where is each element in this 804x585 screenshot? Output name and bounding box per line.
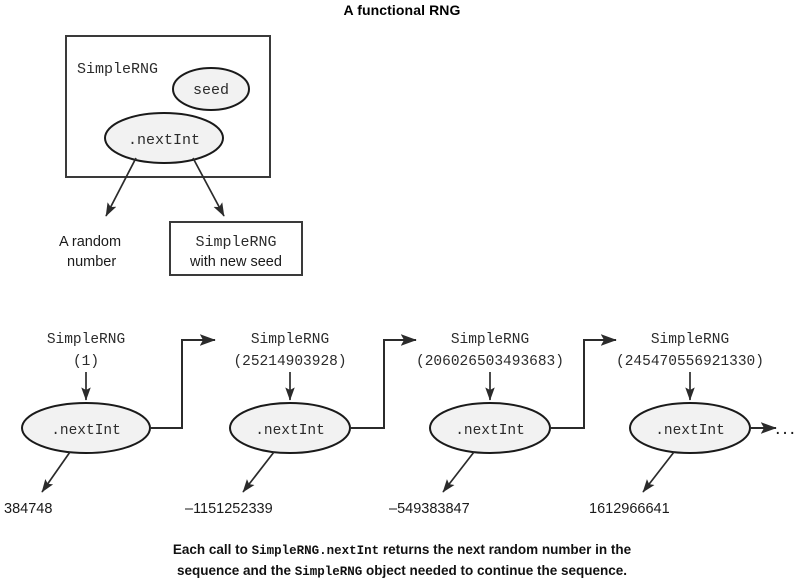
random-number-label-line1: A random [59, 234, 121, 250]
step-1-result: 384748 [4, 501, 52, 517]
step-2-class-label: SimpleRNG [251, 332, 329, 348]
sequence-step-2: SimpleRNG (25214903928) .nextInt –115125… [185, 332, 417, 517]
caption-line2-post: object needed to continue the sequence. [362, 563, 628, 578]
step-2-result: –1151252339 [185, 501, 273, 517]
step-3-to-step-4-connector [550, 334, 617, 429]
caption-line2-pre: sequence and the [176, 563, 295, 578]
new-simplerng-box [169, 221, 303, 276]
step-1-class-label: SimpleRNG [47, 332, 125, 348]
step-4-class-label: SimpleRNG [651, 332, 729, 348]
random-number-label-line2: number [67, 254, 116, 270]
sequence-group: SimpleRNG (1) .nextInt 384748 SimpleRNG … [4, 332, 797, 517]
seed-node-label: seed [193, 82, 229, 99]
figure-caption: Each call to SimpleRNG.nextInt returns t… [0, 540, 804, 582]
step-4-nextint-label: .nextInt [655, 423, 725, 439]
step-3-result: –549383847 [389, 501, 470, 517]
seed-node[interactable] [172, 67, 250, 111]
new-simplerng-box-line1: SimpleRNG [195, 234, 276, 251]
caption-line1-code: SimpleRNG.nextInt [251, 544, 380, 558]
arrow-to-new-simplerng [192, 157, 225, 217]
sequence-step-3: SimpleRNG (206026503493683) .nextInt –54… [389, 332, 617, 517]
sequence-step-1: SimpleRNG (1) .nextInt 384748 [4, 332, 216, 517]
step-3-seed-label: (206026503493683) [416, 354, 564, 370]
sequence-step-4: SimpleRNG (245470556921330) .nextInt 161… [589, 332, 797, 517]
step-4-seed-label: (245470556921330) [616, 354, 764, 370]
step-1-nextint-label: .nextInt [51, 423, 121, 439]
step-4-result: 1612966641 [589, 501, 670, 517]
step-2-to-step-3-connector [350, 334, 417, 429]
step-3-class-label: SimpleRNG [451, 332, 529, 348]
figure-title: A functional RNG [343, 2, 461, 18]
step-2-seed-label: (25214903928) [233, 354, 346, 370]
nextint-node-label: .nextInt [128, 132, 200, 149]
caption-line1-post: returns the next random number in the [379, 542, 632, 557]
new-simplerng-box-line2: with new seed [189, 254, 282, 270]
step-2-nextint-label: .nextInt [255, 423, 325, 439]
caption-line1-pre: Each call to [172, 542, 252, 557]
arrow-to-random-number [105, 157, 137, 217]
top-panel-group: SimpleRNG seed .nextInt A random number … [59, 35, 303, 276]
step-2-result-arrow [242, 451, 275, 493]
simplerng-class-label: SimpleRNG [77, 61, 158, 78]
step-4-result-arrow [642, 451, 675, 493]
step-1-to-step-2-connector [150, 334, 216, 429]
sequence-ellipsis: ... [775, 418, 797, 439]
step-3-result-arrow [442, 451, 475, 493]
step-1-result-arrow [41, 451, 71, 493]
nextint-node[interactable] [104, 112, 224, 164]
caption-line2-code: SimpleRNG [294, 565, 363, 579]
step-1-seed-label: (1) [73, 354, 99, 370]
step-3-nextint-label: .nextInt [455, 423, 525, 439]
